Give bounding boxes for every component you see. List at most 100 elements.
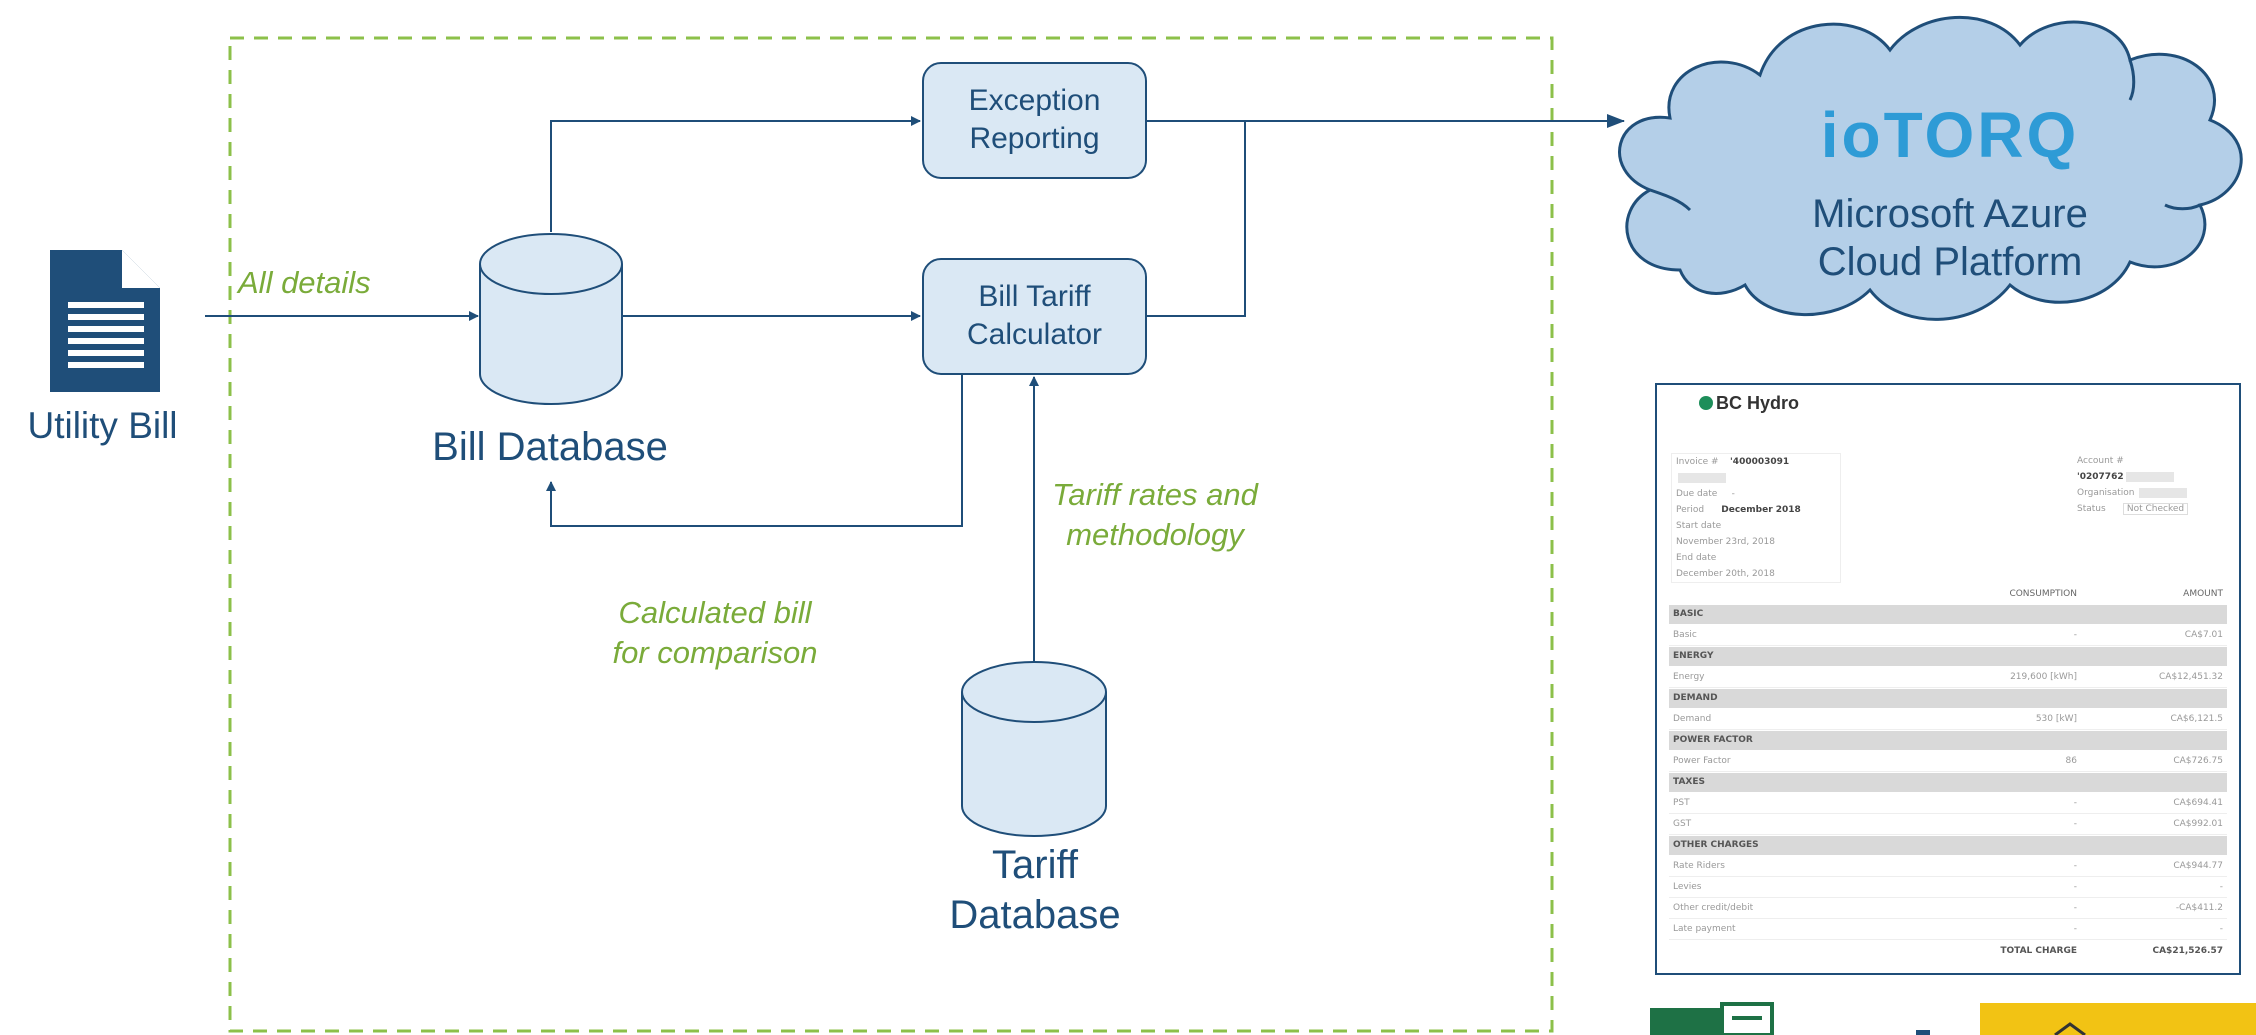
due-value: - — [1731, 489, 1735, 499]
utility-bill-label: Utility Bill — [27, 405, 178, 446]
row-label: Rate Riders — [1673, 861, 1725, 871]
cloud-inner-curve — [2164, 203, 2201, 211]
row-amount: CA$992.01 — [2173, 819, 2223, 829]
row-amount: CA$694.41 — [2173, 798, 2223, 808]
section-demand: DEMAND — [1669, 689, 2227, 708]
cloud-line1: Microsoft Azure — [1812, 192, 2088, 236]
redaction — [1678, 472, 1726, 483]
row-consumption: 86 — [2065, 756, 2077, 766]
row-label: Other credit/debit — [1673, 903, 1754, 913]
status-badge: Not Checked — [2122, 503, 2189, 515]
status-label: Status — [2077, 504, 2106, 514]
start-label: Start date — [1676, 521, 1722, 531]
account-label: Account # — [2077, 456, 2124, 466]
row-amount: CA$6,121.5 — [2170, 714, 2223, 724]
section-other-charges: OTHER CHARGES — [1669, 836, 2227, 855]
section-basic: BASIC — [1669, 605, 2227, 624]
bill-database-label: Bill Database — [432, 425, 668, 469]
table-row: Demand 530 [kW] CA$6,121.5 — [1669, 710, 2227, 730]
row-amount: CA$12,451.32 — [2159, 672, 2223, 682]
table-row: Other credit/debit - -CA$411.2 — [1669, 899, 2227, 919]
table-row: Rate Riders - CA$944.77 — [1669, 857, 2227, 877]
start-value: November 23rd, 2018 — [1676, 537, 1776, 547]
calculated-line1: Calculated bill — [618, 595, 812, 630]
row-consumption: - — [2073, 630, 2077, 640]
row-consumption: - — [2073, 903, 2077, 913]
org-label: Organisation — [2077, 488, 2135, 498]
exception-label-line1: Exception — [968, 84, 1101, 117]
total-row: TOTAL CHARGE CA$21,526.57 — [1669, 942, 2227, 961]
yellow-app-glyph — [2054, 1022, 2086, 1035]
bc-hydro-logo-text: BC Hydro — [1716, 393, 1800, 413]
yellow-app-icon — [1980, 1003, 2256, 1035]
row-amount: - — [2219, 882, 2223, 892]
tariff-database-cylinder — [961, 661, 1107, 837]
row-label: GST — [1673, 819, 1692, 829]
table-row: Basic - CA$7.01 — [1669, 626, 2227, 646]
arrow-db-to-exception — [550, 116, 921, 232]
row-label: Levies — [1673, 882, 1702, 892]
row-consumption: - — [2073, 882, 2077, 892]
exception-reporting-label: Exception Reporting — [923, 82, 1146, 158]
row-amount: CA$944.77 — [2173, 861, 2223, 871]
due-label: Due date — [1676, 489, 1718, 499]
row-consumption: - — [2073, 819, 2077, 829]
tariff-rates-label: Tariff rates and methodology — [1020, 475, 1290, 555]
table-row: Power Factor 86 CA$726.75 — [1669, 752, 2227, 772]
col-amount: AMOUNT — [2183, 589, 2223, 599]
document-icon — [50, 250, 160, 392]
cloud-label: Microsoft Azure Cloud Platform — [1740, 190, 2160, 286]
row-label: Demand — [1673, 714, 1712, 724]
end-label: End date — [1676, 553, 1717, 563]
row-label: Power Factor — [1673, 756, 1731, 766]
row-label: PST — [1673, 798, 1690, 808]
excel-icon — [1650, 1002, 1774, 1035]
bill-tariff-calculator-box — [922, 258, 1147, 375]
calculator-label-line2: Calculator — [966, 318, 1103, 351]
bc-hydro-logo-icon — [1699, 396, 1713, 410]
account-value: '0207762 — [2077, 472, 2124, 482]
bill-header-row: CONSUMPTION AMOUNT — [1669, 585, 2227, 604]
row-amount: CA$726.75 — [2173, 756, 2223, 766]
row-amount: CA$7.01 — [2184, 630, 2223, 640]
row-label: Energy — [1673, 672, 1705, 682]
row-consumption: 530 [kW] — [2035, 714, 2077, 724]
row-consumption: - — [2073, 861, 2077, 871]
section-taxes: TAXES — [1669, 773, 2227, 792]
invoice-value: '400003091 — [1730, 457, 1790, 467]
connector-calculator-out — [1146, 121, 1246, 317]
cloud-shape — [1618, 16, 2243, 321]
section-power-factor: POWER FACTOR — [1669, 731, 2227, 750]
period-label: Period — [1676, 505, 1705, 515]
total-value: CA$21,526.57 — [2152, 946, 2223, 956]
redaction — [2125, 471, 2174, 482]
cloud-line2: Cloud Platform — [1817, 240, 2083, 284]
total-label: TOTAL CHARGE — [2000, 946, 2077, 956]
arrow-calculator-to-db — [546, 375, 963, 527]
tariff-db-line1: Tariff — [992, 843, 1078, 887]
all-details-label: All details — [238, 265, 371, 300]
cloud-inner-curve — [1649, 188, 1692, 212]
section-energy: ENERGY — [1669, 647, 2227, 666]
col-consumption: CONSUMPTION — [2009, 589, 2077, 599]
bill-database-cylinder — [479, 233, 623, 405]
bc-hydro-logo: BC Hydro — [1699, 393, 1799, 414]
row-label: Basic — [1673, 630, 1697, 640]
calculated-bill-label: Calculated bill for comparison — [575, 593, 855, 673]
invoice-meta: Invoice # '400003091 Due date - Period D… — [1671, 453, 1841, 583]
exception-label-line2: Reporting — [969, 122, 1100, 155]
tariff-database-label: Tariff Database — [880, 840, 1190, 940]
system-boundary — [228, 36, 1554, 1033]
end-value: December 20th, 2018 — [1676, 569, 1775, 579]
calculated-line2: for comparison — [612, 635, 818, 670]
period-value: December 2018 — [1721, 505, 1801, 515]
tariff-rates-line2: methodology — [1066, 517, 1244, 552]
row-consumption: - — [2073, 924, 2077, 934]
row-amount: -CA$411.2 — [2175, 903, 2223, 913]
invoice-label: Invoice # — [1676, 457, 1719, 467]
calculator-label-line1: Bill Tariff — [978, 280, 1091, 313]
table-row: GST - CA$992.01 — [1669, 815, 2227, 835]
row-amount: - — [2219, 924, 2223, 934]
